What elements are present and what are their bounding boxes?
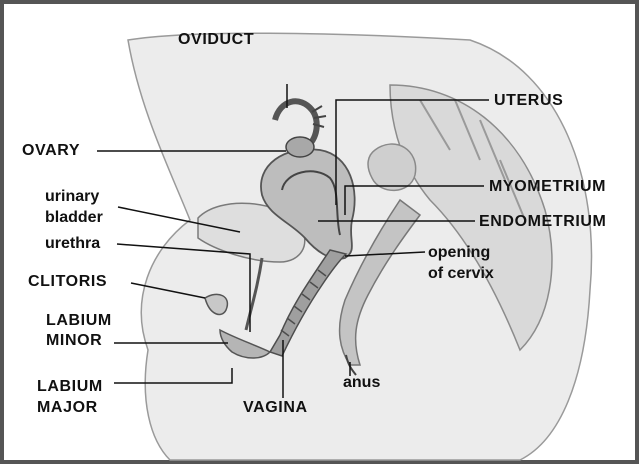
label-ovary: OVARY	[22, 141, 80, 160]
label-labium-major-line1: LABIUM	[37, 377, 103, 396]
label-opening-of-cervix-line2: of cervix	[428, 264, 494, 283]
label-anus: anus	[343, 373, 380, 392]
label-myometrium: MYOMETRIUM	[489, 177, 606, 196]
label-labium-major-line2: MAJOR	[37, 398, 98, 417]
label-uterus: UTERUS	[494, 91, 563, 110]
label-endometrium: ENDOMETRIUM	[479, 212, 606, 231]
label-vagina: VAGINA	[243, 398, 308, 417]
label-urethra: urethra	[45, 234, 100, 253]
label-urinary-bladder-line1: urinary	[45, 187, 99, 206]
label-opening-of-cervix-line1: opening	[428, 243, 490, 262]
label-clitoris: CLITORIS	[28, 272, 107, 291]
label-oviduct: OVIDUCT	[178, 30, 254, 49]
ovary-shape	[286, 137, 314, 157]
label-labium-minor-line2: MINOR	[46, 331, 102, 350]
label-urinary-bladder-line2: bladder	[45, 208, 103, 227]
intestine-loop	[368, 144, 416, 190]
label-labium-minor-line1: LABIUM	[46, 311, 112, 330]
